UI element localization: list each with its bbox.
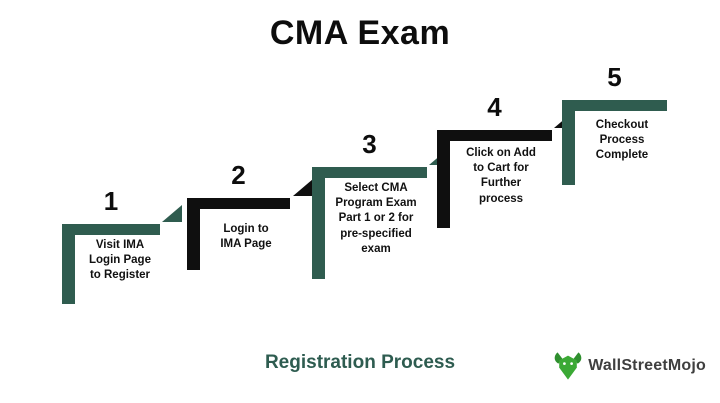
- wallstreetmojo-logo: WallStreetMojo: [552, 350, 706, 382]
- step-shape: [562, 100, 667, 185]
- diagram-subtitle: Registration Process: [264, 352, 456, 373]
- page-title: CMA Exam: [269, 14, 451, 52]
- step-number: 3: [362, 129, 377, 159]
- step-label: Visit IMA Login Page to Register: [89, 239, 151, 282]
- step-number: 5: [607, 62, 622, 92]
- step-arrow-triangle-icon: [293, 179, 313, 196]
- step-shape: [187, 198, 290, 270]
- step-arrow-triangle-icon: [162, 205, 182, 222]
- step-label: Checkout Process Complete: [595, 119, 649, 162]
- step-label: Login to IMA Page: [220, 223, 272, 251]
- bull-icon: [552, 350, 584, 382]
- step-shape: [312, 167, 427, 279]
- step-shape: [62, 224, 160, 304]
- logo-text: WallStreetMojo: [588, 357, 706, 374]
- step-number: 4: [487, 92, 502, 122]
- step-number: 1: [103, 186, 119, 216]
- step-number: 2: [231, 160, 246, 190]
- step-shape: [437, 130, 552, 228]
- step-label: Click on Add to Cart for Further process: [466, 147, 536, 205]
- step-label: Select CMA Program Exam Part 1 or 2 for …: [335, 182, 417, 255]
